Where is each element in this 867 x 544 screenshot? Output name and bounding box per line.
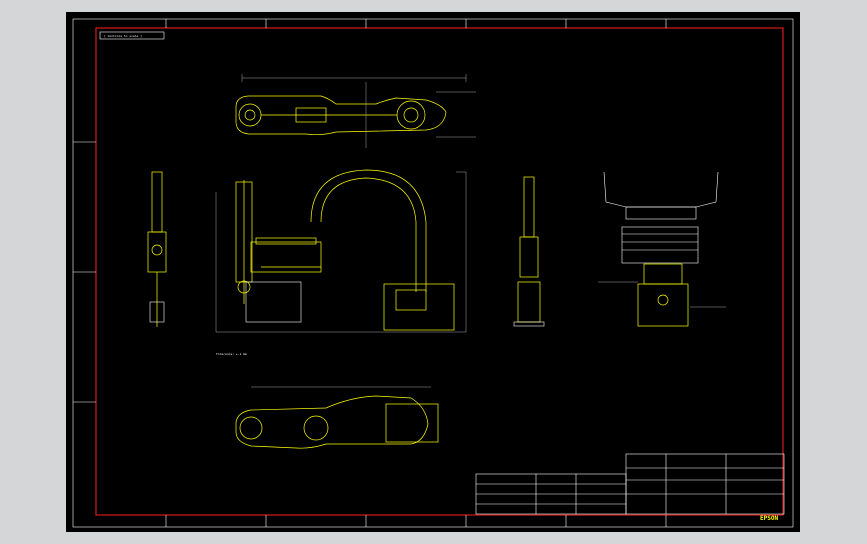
- left-view: [147, 171, 167, 327]
- title-tag: [ Controls to scale ]: [104, 34, 142, 38]
- outer-frame: [72, 18, 794, 528]
- right-view: [513, 176, 545, 327]
- title-tag-box: [99, 31, 165, 40]
- bottom-view: [235, 386, 439, 449]
- side-view: [215, 169, 467, 333]
- logo: EPSON: [760, 515, 778, 522]
- grid-ticks: [73, 19, 667, 527]
- base-detail: [598, 171, 726, 327]
- cad-viewport[interactable]: [ Controls to scale ]: [66, 12, 800, 532]
- title-block: [475, 453, 785, 515]
- sheet-border: [95, 27, 784, 516]
- note-bottom: Tolerance: +-1 mm: [216, 352, 247, 356]
- technical-drawing: [ Controls to scale ]: [72, 18, 794, 528]
- top-view: [235, 74, 476, 148]
